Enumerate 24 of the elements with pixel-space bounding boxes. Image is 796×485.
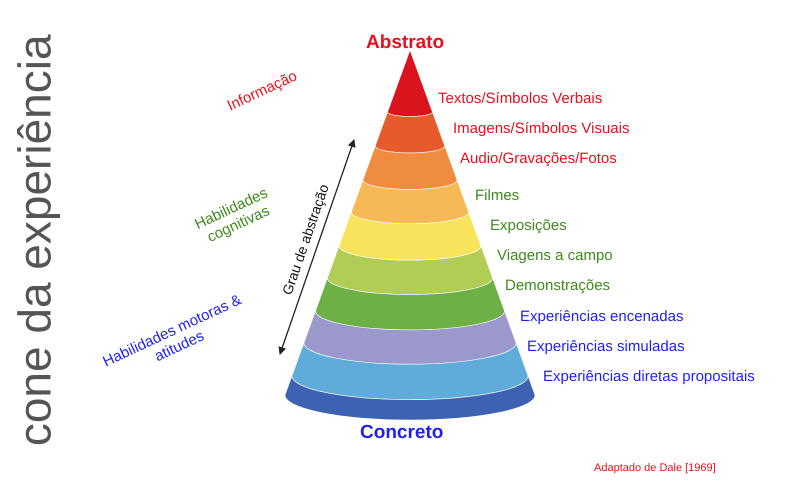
band-label: Experiências diretas propositais — [543, 369, 755, 386]
cone-band — [327, 246, 493, 295]
source-note: Adaptado de Dale [1969] — [594, 462, 716, 474]
band-label: Viagens a campo — [497, 248, 613, 264]
band-label: Exposições — [490, 218, 567, 234]
band-label: Experiências encenadas — [520, 309, 684, 326]
cone-band — [315, 278, 505, 330]
cone-band — [338, 212, 482, 260]
cone-band — [374, 112, 446, 154]
axis-end-label: Abstrato — [366, 33, 444, 54]
cone-band — [292, 342, 528, 400]
vertical-title: cone da experiência — [10, 33, 60, 448]
band-label: Filmes — [475, 188, 520, 204]
band-label: Experiências simuladas — [527, 339, 685, 356]
band-label: Imagens/Símbolos Visuais — [453, 121, 630, 138]
cone-band — [351, 180, 469, 224]
cone-band — [304, 310, 516, 364]
cone-band — [284, 376, 536, 420]
cone-band — [387, 50, 433, 117]
band-label: Audio/Gravações/Fotos — [460, 151, 617, 168]
cone-band — [362, 146, 458, 190]
axis-end-label: Concreto — [360, 423, 444, 444]
band-label: Demonstrações — [505, 278, 610, 294]
band-label: Textos/Símbolos Verbais — [438, 91, 602, 108]
